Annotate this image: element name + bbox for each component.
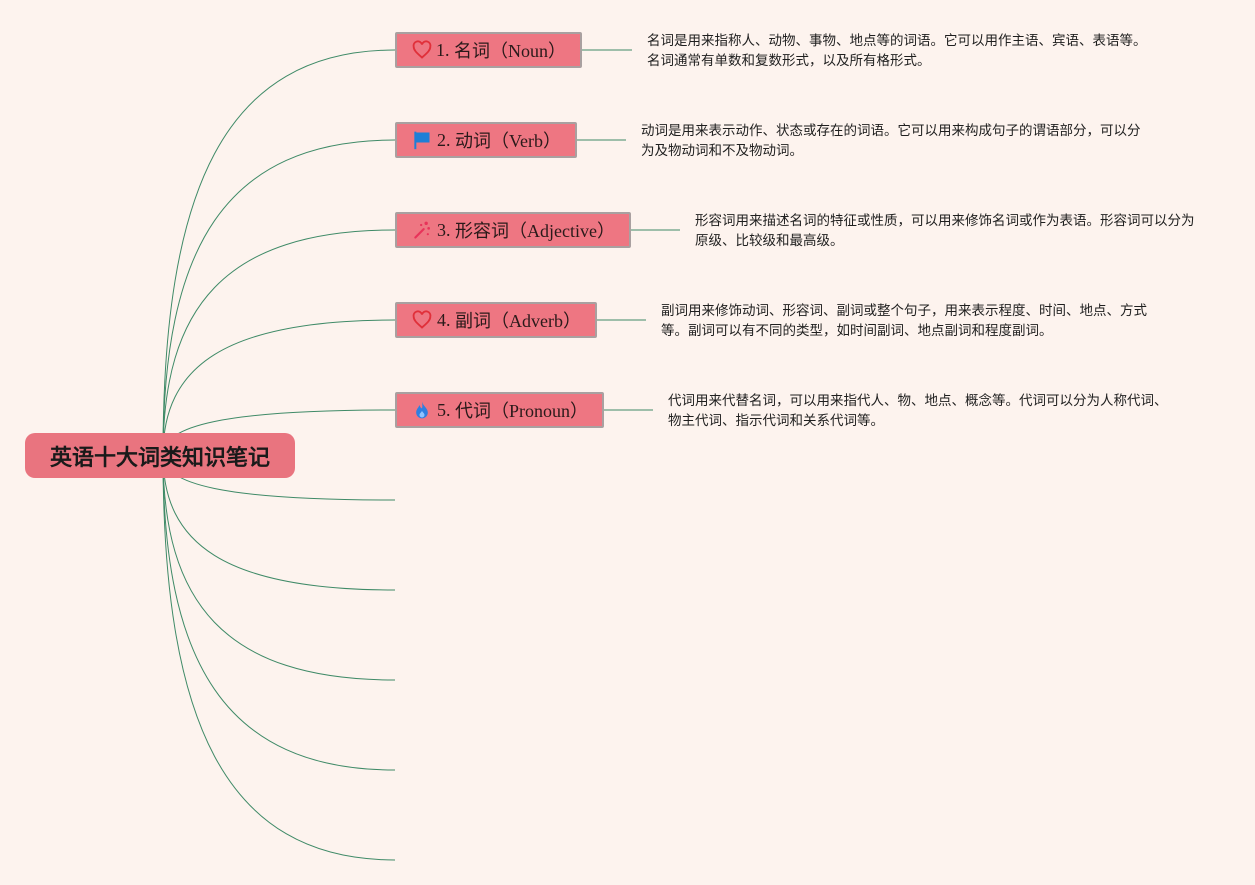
topic-noun[interactable]: 1. 名词（Noun） (395, 32, 582, 68)
topic-label: 代词（Pronoun） (454, 401, 588, 421)
flame-icon (411, 399, 433, 421)
flag-icon (411, 129, 433, 151)
root-topic[interactable]: 英语十大词类知识笔记 (25, 433, 295, 478)
note-noun: 名词是用来指称人、动物、事物、地点等的词语。它可以用作主语、宾语、表语等。名词通… (647, 33, 1147, 69)
branch-line (162, 229, 396, 456)
branch-line (162, 454, 396, 681)
magic-wand-icon (411, 219, 433, 241)
topic-pronoun[interactable]: 5. 代词（Pronoun） (395, 392, 604, 428)
note-pronoun: 代词用来代替名词，可以用来指代人、物、地点、概念等。代词可以分为人称代词、物主代… (668, 393, 1168, 429)
topic-adjective[interactable]: 3. 形容词（Adjective） (395, 212, 631, 248)
branch-line (162, 139, 396, 456)
topic-label: 形容词（Adjective） (455, 221, 615, 241)
topic-adverb[interactable]: 4. 副词（Adverb） (395, 302, 597, 338)
heart-icon (411, 39, 432, 61)
topic-number: 5. (436, 399, 451, 420)
topic-number: 2. (437, 129, 451, 150)
topic-number: 3. (437, 219, 451, 240)
branch-line (162, 49, 396, 456)
topic-label: 名词（Noun） (454, 41, 566, 61)
branch-line (162, 454, 396, 771)
root-title: 英语十大词类知识笔记 (49, 445, 270, 471)
topic-label: 副词（Adverb） (455, 311, 581, 331)
topic-verb[interactable]: 2. 动词（Verb） (395, 122, 577, 158)
note-adverb: 副词用来修饰动词、形容词、副词或整个句子，用来表示程度、时间、地点、方式等。副词… (661, 303, 1147, 339)
branch-line (162, 454, 396, 591)
topic-label: 动词（Verb） (455, 131, 561, 151)
branch-line (162, 319, 396, 456)
topic-number: 1. (436, 39, 450, 60)
note-verb: 动词是用来表示动作、状态或存在的词语。它可以用来构成句子的谓语部分，可以分为及物… (641, 123, 1141, 159)
branch-line (162, 454, 396, 861)
topic-number: 4. (437, 309, 451, 330)
heart-icon (411, 309, 433, 331)
note-adjective: 形容词用来描述名词的特征或性质，可以用来修饰名词或作为表语。形容词可以分为原级、… (695, 213, 1195, 249)
